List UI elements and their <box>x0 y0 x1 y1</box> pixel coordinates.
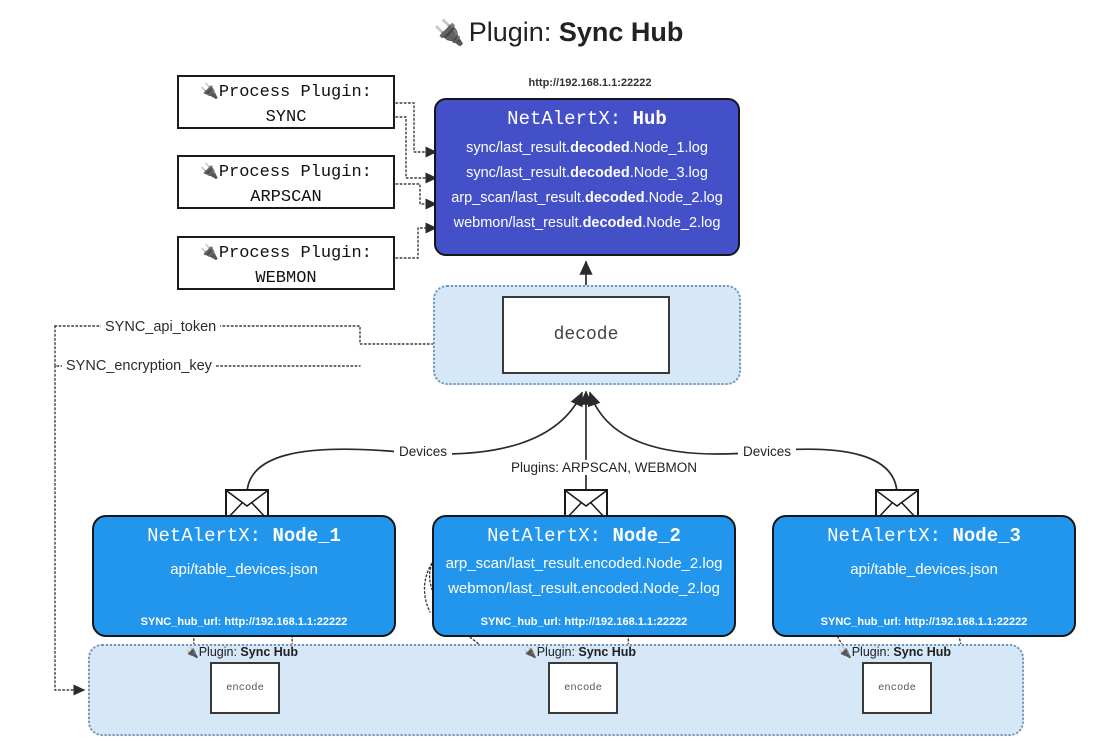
node-title: NetAlertX: Node_2 <box>487 525 681 547</box>
process-plugin-webmon[interactable]: 🔌Process Plugin: WEBMON <box>177 236 395 290</box>
node-title: NetAlertX: Node_1 <box>147 525 341 547</box>
encoder-caption: 🔌Plugin: Sync Hub <box>185 645 299 659</box>
encode-box-node2[interactable]: encode <box>548 662 618 714</box>
node-3[interactable]: NetAlertX: Node_3 api/table_devices.json… <box>772 515 1076 637</box>
sync-api-token-label: SYNC_api_token <box>101 319 221 335</box>
node-line: api/table_devices.json <box>850 561 998 578</box>
edge-encryption-key-to-encode-zone <box>54 365 86 696</box>
edge-label-devices-left: Devices <box>394 444 453 459</box>
node-hub-url: SYNC_hub_url: http://192.168.1.1:22222 <box>480 616 688 628</box>
process-plugin-label: Process Plugin: <box>218 163 372 182</box>
node-title: NetAlertX: Node_3 <box>827 525 1021 547</box>
edge-sync-to-hub-log2 <box>395 116 438 184</box>
process-plugin-name: SYNC <box>265 108 307 127</box>
hub-title-prefix: NetAlertX: <box>507 108 622 130</box>
encoder-caption: 🔌Plugin: Sync Hub <box>838 645 952 659</box>
node-hub-url: SYNC_hub_url: http://192.168.1.1:22222 <box>140 616 348 628</box>
plug-icon: 🔌 <box>200 243 219 261</box>
page-title-name: Sync Hub <box>558 17 684 47</box>
page-title-prefix: Plugin: <box>468 17 552 47</box>
node-line: api/table_devices.json <box>170 561 318 578</box>
encode-box-node1[interactable]: encode <box>210 662 280 714</box>
process-plugin-arpscan[interactable]: 🔌Process Plugin: ARPSCAN <box>177 155 395 209</box>
hub-log-line: sync/last_result.decoded.Node_3.log <box>466 165 708 181</box>
plug-icon: 🔌 <box>200 162 219 180</box>
hub-log-line: sync/last_result.decoded.Node_1.log <box>466 140 708 156</box>
encoder-caption: 🔌Plugin: Sync Hub <box>523 645 637 659</box>
plug-icon: 🔌 <box>200 82 219 100</box>
node-hub-url: SYNC_hub_url: http://192.168.1.1:22222 <box>820 616 1028 628</box>
process-plugin-name: WEBMON <box>255 269 317 288</box>
hub-log-line: webmon/last_result.decoded.Node_2.log <box>453 215 721 231</box>
hub-title: NetAlertX: Hub <box>436 108 738 130</box>
hub-log-line: arp_scan/last_result.decoded.Node_2.log <box>451 190 723 206</box>
edge-arpscan-to-hub <box>395 183 438 210</box>
node-line: arp_scan/last_result.encoded.Node_2.log <box>445 555 723 572</box>
node-1[interactable]: NetAlertX: Node_1 api/table_devices.json… <box>92 515 396 637</box>
process-plugin-label: Process Plugin: <box>218 244 372 263</box>
hub-node[interactable]: NetAlertX: Hub sync/last_result.decoded.… <box>434 98 740 256</box>
process-plugin-sync[interactable]: 🔌Process Plugin: SYNC <box>177 75 395 129</box>
node-2[interactable]: NetAlertX: Node_2 arp_scan/last_result.e… <box>432 515 736 637</box>
plug-icon: 🔌 <box>838 646 852 659</box>
process-plugin-label: Process Plugin: <box>218 83 372 102</box>
edge-label-devices-right: Devices <box>738 444 797 459</box>
edge-sync-to-hub-log1 <box>395 102 438 158</box>
encode-box-node3[interactable]: encode <box>862 662 932 714</box>
edge-webmon-to-hub <box>395 222 438 259</box>
page-title: 🔌Plugin: Sync Hub <box>0 16 1117 48</box>
node-line: webmon/last_result.encoded.Node_2.log <box>448 580 720 597</box>
edge-label-plugins: Plugins: ARPSCAN, WEBMON <box>506 460 703 475</box>
plug-icon: 🔌 <box>523 646 537 659</box>
plug-icon: 🔌 <box>185 646 199 659</box>
plug-icon: 🔌 <box>433 19 465 47</box>
process-plugin-name: ARPSCAN <box>250 188 322 207</box>
sync-encryption-key-label: SYNC_encryption_key <box>62 358 216 374</box>
hub-url-label: http://192.168.1.1:22222 <box>528 77 652 89</box>
decode-box[interactable]: decode <box>502 296 670 374</box>
hub-title-name: Hub <box>632 108 667 130</box>
